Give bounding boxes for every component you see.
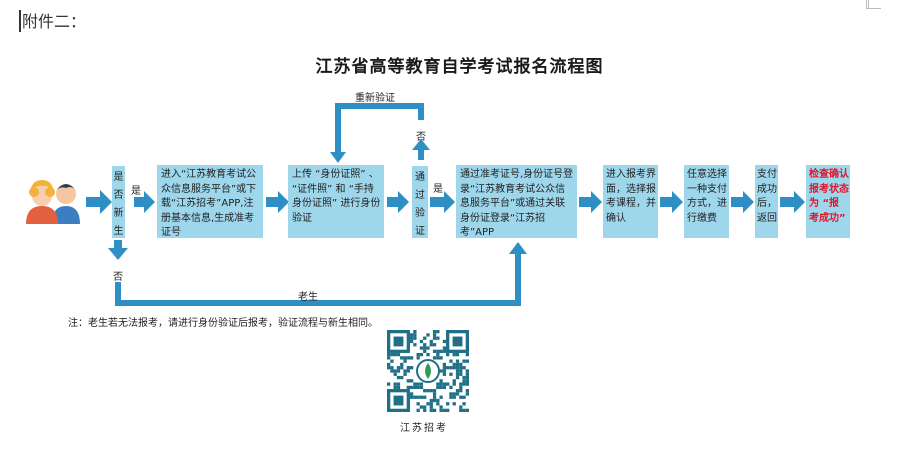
step-enter-box: 进入报考界面，选择报考课程，并确认 <box>603 165 658 238</box>
old-student-label: 老生 <box>298 292 318 303</box>
step-register-box: 进入“江苏教育考试公众信息服务平台”或下载“江苏招考”APP,注册基本信息,生成… <box>157 165 263 238</box>
decision-char: 新 <box>113 207 124 219</box>
page-corner-mark <box>866 0 881 9</box>
yes-label: 是 <box>131 186 141 197</box>
step-login-box: 通过准考证号,身份证号登录“江苏教育考试公众信息服务平台”或通过关联身份证登录“… <box>456 165 577 238</box>
page-title: 江苏省高等教育自学考试报名流程图 <box>315 57 604 77</box>
down-arrow-icon <box>108 240 128 260</box>
step-pay-box: 任意选择一种支付方式，进行缴费 <box>684 165 729 238</box>
decision-char: 生 <box>113 225 124 237</box>
fail-label: 否 <box>416 132 426 143</box>
right-arrow-icon <box>731 191 754 213</box>
page-corner-mark <box>868 0 873 8</box>
qr-caption: 江苏招考 <box>400 423 448 434</box>
right-arrow-icon <box>134 191 155 213</box>
decision-pass-verify: 通 过 验 证 <box>412 166 428 238</box>
decision-char: 是 <box>113 171 124 183</box>
footnote: 注：老生若无法报考，请进行身份验证后报考，验证流程与新生相同。 <box>68 318 378 329</box>
students-avatar-icon <box>26 180 80 224</box>
right-arrow-icon <box>387 191 409 213</box>
decision-char: 证 <box>415 225 425 237</box>
right-arrow-icon <box>86 190 112 214</box>
decision-char: 过 <box>415 189 425 201</box>
step-check-box: 检查确认报考状态为 “报考成功” <box>806 165 850 238</box>
right-arrow-icon <box>579 191 602 213</box>
reverify-label: 重新验证 <box>355 93 395 104</box>
up-arrow-icon <box>509 242 527 254</box>
decision-new-student: 是 否 新 生 <box>112 166 125 238</box>
no-label: 否 <box>113 272 123 283</box>
old-student-line <box>115 242 527 306</box>
decision-char: 验 <box>415 207 425 219</box>
down-arrow-icon <box>330 152 346 163</box>
right-arrow-icon <box>780 191 805 213</box>
up-arrow-icon <box>412 139 430 150</box>
yes-label: 是 <box>433 184 443 195</box>
text-cursor <box>19 10 21 32</box>
decision-char: 否 <box>113 189 124 201</box>
step-return-box: 支付成功后，返回 <box>755 165 778 238</box>
right-arrow-icon <box>660 191 683 213</box>
decision-char: 通 <box>415 171 425 183</box>
attachment-label: 附件二： <box>22 12 87 31</box>
right-arrow-icon <box>430 191 455 213</box>
reverify-loop-line <box>330 103 430 163</box>
right-arrow-icon <box>266 191 289 213</box>
qr-code-icon <box>387 330 469 412</box>
step-upload-box: 上传 “身份证照” 、 “证件照” 和 “手持身份证照” 进行身份验证 <box>288 165 384 238</box>
